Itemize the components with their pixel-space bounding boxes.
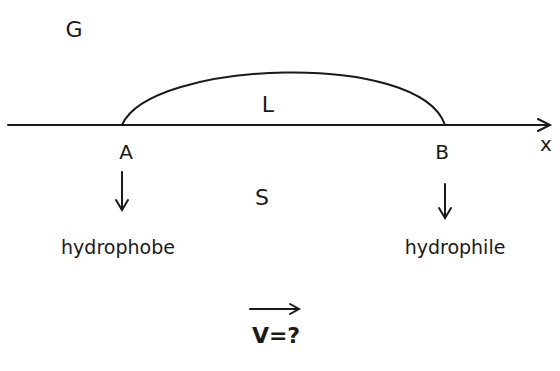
property-label: hydrophobe <box>61 237 175 258</box>
point-label: B <box>435 141 449 163</box>
arrowhead-a <box>116 200 128 210</box>
vector-arrowhead <box>290 304 299 314</box>
arrow-a <box>121 172 123 208</box>
axis-arrowhead <box>538 119 550 131</box>
phase-label: S <box>255 186 269 210</box>
arrow-b <box>444 184 446 216</box>
droplet-outline <box>122 72 445 125</box>
property-label: hydrophile <box>405 237 506 258</box>
arrowhead-b <box>439 208 451 218</box>
vector-arrow <box>250 308 298 310</box>
phase-label: L <box>262 93 274 117</box>
x-axis <box>8 124 548 126</box>
vector-label: V=? <box>252 324 300 348</box>
axis-label: x <box>540 133 552 155</box>
point-label: A <box>119 141 133 163</box>
phase-label: G <box>65 18 82 42</box>
